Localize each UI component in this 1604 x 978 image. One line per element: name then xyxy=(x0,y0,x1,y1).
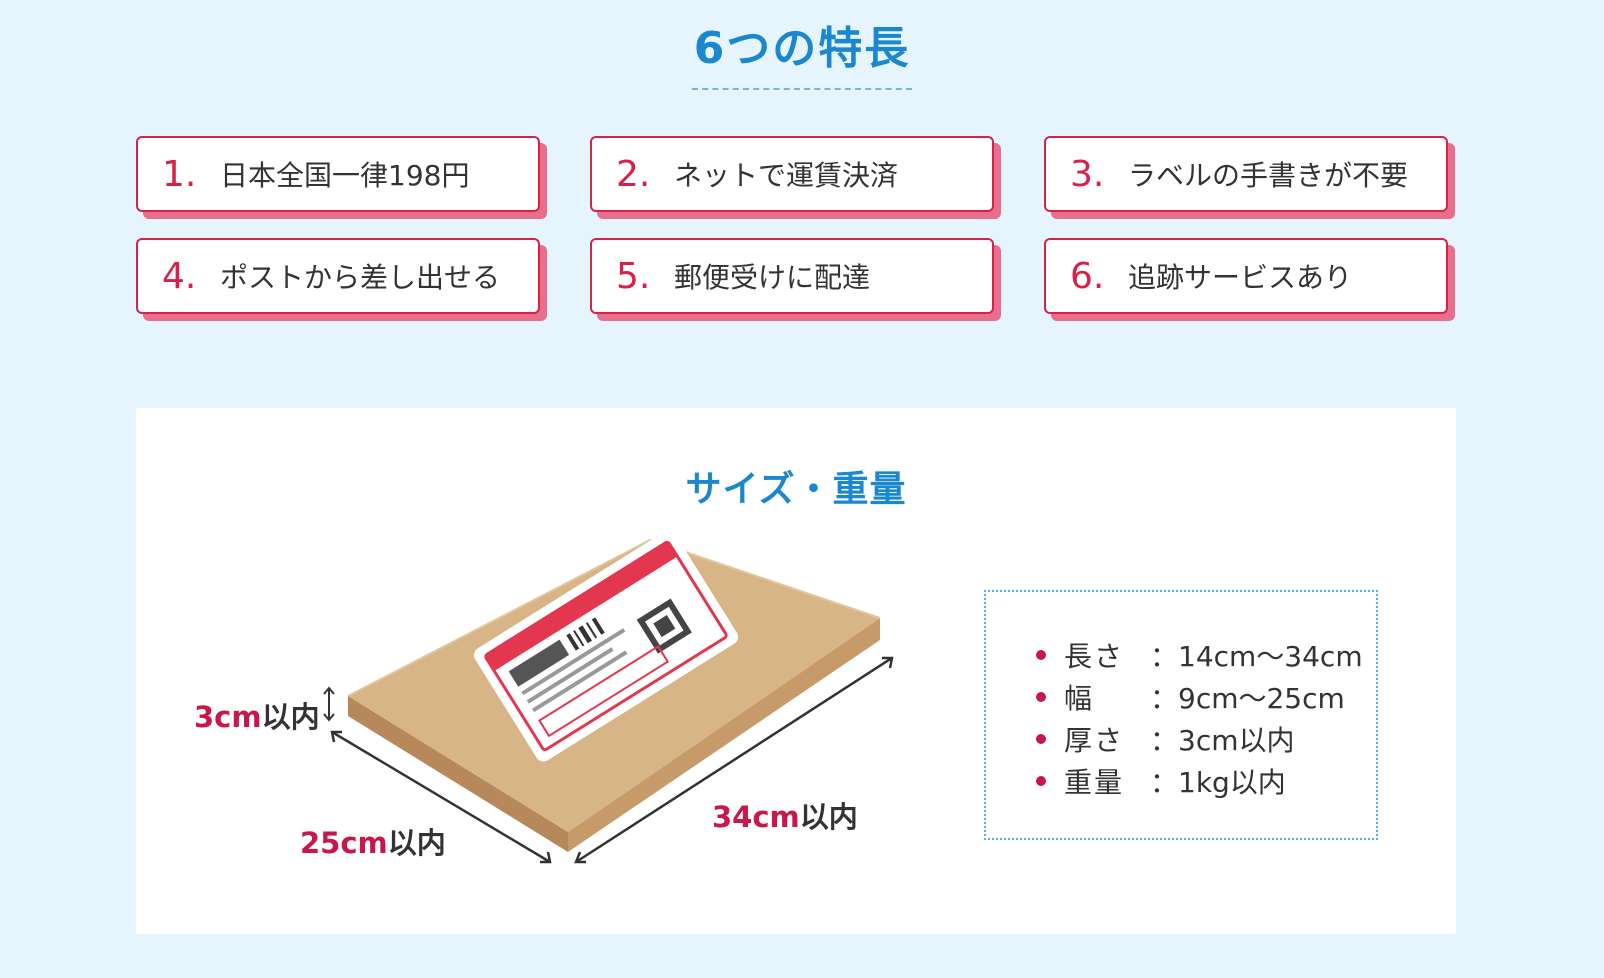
feature-number: 4. xyxy=(162,255,197,297)
cardboard-package-illustration xyxy=(323,530,894,864)
features-title: 6つの特長 xyxy=(691,20,913,90)
size-weight-panel: サイズ・重量 xyxy=(136,408,1456,934)
feature-label: 郵便受けに配達 xyxy=(674,261,871,294)
thickness-arrow xyxy=(323,686,335,722)
spec-key: 厚さ xyxy=(1064,724,1125,757)
length-label: 34cm以内 xyxy=(712,794,858,836)
spec-list-box: 長さ ：14cm〜34cm 幅 ：9cm〜25cm 厚さ ：3cm以内 重量 ：… xyxy=(984,590,1378,840)
thickness-label: 3cm以内 xyxy=(194,694,320,736)
feature-label: ラベルの手書きが不要 xyxy=(1128,159,1409,192)
spec-item-length: 長さ ：14cm〜34cm xyxy=(1036,634,1376,676)
spec-item-weight: 重量 ：1kg以内 xyxy=(1036,760,1376,802)
width-arrow xyxy=(330,730,552,864)
bullet-icon xyxy=(1036,650,1046,660)
spec-value: ：9cm〜25cm xyxy=(1150,682,1345,715)
length-value: 34cm xyxy=(712,800,800,834)
thickness-value: 3cm xyxy=(194,700,262,734)
feature-card-5: 5. 郵便受けに配達 xyxy=(590,238,994,314)
spec-item-thickness: 厚さ ：3cm以内 xyxy=(1036,718,1376,760)
width-suffix: 以内 xyxy=(387,826,446,860)
feature-card-2: 2. ネットで運賃決済 xyxy=(590,136,994,212)
thickness-suffix: 以内 xyxy=(261,700,320,734)
feature-number: 6. xyxy=(1070,255,1105,297)
spec-key: 重量 xyxy=(1064,766,1125,799)
feature-card-1: 1. 日本全国一律198円 xyxy=(136,136,540,212)
feature-label: 日本全国一律198円 xyxy=(220,159,470,192)
shipping-label-illustration xyxy=(473,530,739,762)
features-title-area: 6つの特長 xyxy=(0,20,1604,90)
spec-value: ：3cm以内 xyxy=(1150,724,1295,757)
feature-card-4: 4. ポストから差し出せる xyxy=(136,238,540,314)
feature-label: ネットで運賃決済 xyxy=(674,159,899,192)
spec-item-width: 幅 ：9cm〜25cm xyxy=(1036,676,1376,718)
bullet-icon xyxy=(1036,692,1046,702)
feature-number: 1. xyxy=(162,153,197,195)
feature-number: 3. xyxy=(1070,153,1105,195)
features-grid: 1. 日本全国一律198円 2. ネットで運賃決済 3. ラベルの手書きが不要 … xyxy=(136,136,1456,314)
bullet-icon xyxy=(1036,776,1046,786)
feature-label: ポストから差し出せる xyxy=(220,261,501,294)
spec-value: ：1kg以内 xyxy=(1150,766,1286,799)
bullet-icon xyxy=(1036,734,1046,744)
feature-number: 2. xyxy=(616,153,651,195)
spec-key: 長さ xyxy=(1064,640,1125,673)
feature-label: 追跡サービスあり xyxy=(1128,261,1353,294)
size-weight-title: サイズ・重量 xyxy=(685,469,907,510)
feature-card-6: 6. 追跡サービスあり xyxy=(1044,238,1448,314)
length-arrow xyxy=(574,656,894,864)
feature-number: 5. xyxy=(616,255,651,297)
feature-card-3: 3. ラベルの手書きが不要 xyxy=(1044,136,1448,212)
width-label: 25cm以内 xyxy=(300,820,446,862)
length-suffix: 以内 xyxy=(799,800,858,834)
spec-key: 幅 xyxy=(1064,682,1095,715)
width-value: 25cm xyxy=(300,826,388,860)
spec-value: ：14cm〜34cm xyxy=(1150,640,1363,673)
